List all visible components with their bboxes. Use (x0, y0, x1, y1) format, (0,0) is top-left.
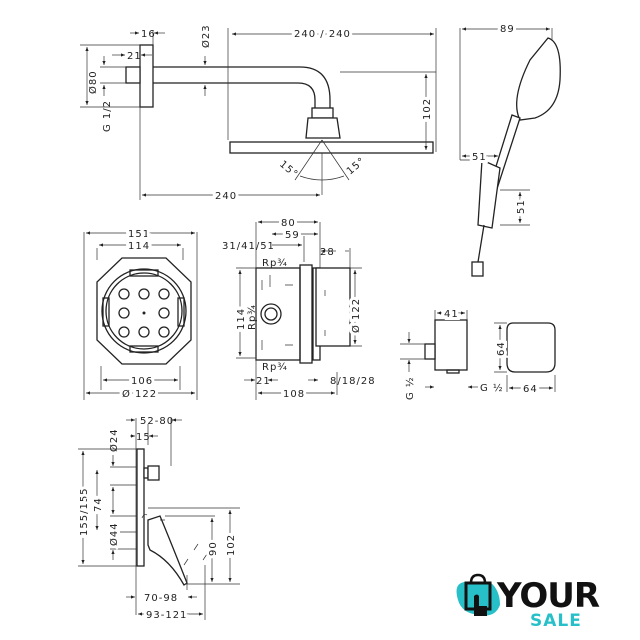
dim-240-240: 240 / 240 (294, 29, 351, 40)
dim-106: 106 (131, 376, 153, 387)
dim-151: 151 (128, 229, 150, 240)
dim-64-vertical: 64 (496, 341, 507, 356)
dim-114-side: 114 (236, 308, 247, 330)
dim-74: 74 (93, 497, 104, 512)
dim-31-41-51: 31/41/51 (222, 241, 275, 252)
dim-51-horizontal: 51 (472, 152, 487, 163)
overhead-shower-drawing: 16 21 Ø80 G 1/2 Ø23 240 / 240 102 15° 15… (80, 24, 437, 205)
mounting-box-side-drawing: 80 59 31/41/51 28 Rp¾ Rp¾ Rp¾ 114 Ø 122 … (222, 215, 376, 403)
logo-your: YOUR (496, 576, 600, 616)
dim-64-horizontal: 64 (523, 384, 538, 395)
dim-16: 16 (141, 29, 156, 40)
dim-21-side: 21 (256, 376, 271, 387)
dim-8-18-28: 8/18/28 (330, 376, 376, 387)
dim-114: 114 (128, 241, 150, 252)
dim-d23: Ø23 (200, 24, 212, 48)
dim-240-arm: 240 (215, 191, 237, 202)
dim-102-mixer: 102 (226, 534, 237, 556)
wall-outlet-drawing: 41 G ½ G ½ 64 64 (400, 306, 556, 400)
dim-70-98: 70-98 (144, 593, 178, 604)
dim-d122-side: Ø 122 (350, 298, 362, 333)
dim-21: 21 (127, 51, 142, 62)
dim-80: 80 (281, 218, 296, 229)
dim-angle-right: 15° (345, 156, 368, 178)
dim-155-155: 155/155 (79, 487, 90, 536)
dim-15: 15 (136, 432, 151, 443)
dim-90: 90 (208, 541, 219, 556)
dim-g12-right: G ½ (480, 382, 504, 394)
logo-sale: SALE (530, 611, 582, 631)
dim-59: 59 (285, 230, 300, 241)
mixer-drawing: 52-80 Ø24 15 155/155 74 Ø44 90 102 70-98… (76, 416, 240, 624)
mounting-box-front-drawing: 151 114 106 Ø 122 (83, 226, 198, 403)
dim-d24: Ø24 (108, 428, 120, 452)
dim-51-vertical: 51 (516, 199, 527, 214)
dim-102: 102 (422, 98, 433, 120)
yoursale-logo: YOUR SALE (456, 573, 601, 631)
dim-d44: Ø44 (108, 522, 120, 546)
label-rp34-mid: Rp¾ (247, 304, 258, 330)
dim-d80: Ø80 (87, 70, 99, 94)
dim-g12-left: G ½ (404, 376, 416, 400)
hand-shower-drawing: 89 51 51 (459, 21, 561, 277)
dim-89: 89 (500, 24, 515, 35)
dim-d122: Ø 122 (122, 388, 157, 400)
label-rp34-top: Rp¾ (262, 258, 288, 269)
dim-108: 108 (283, 389, 305, 400)
pointing-hand-icon (474, 594, 487, 616)
dim-93-121: 93-121 (146, 610, 187, 621)
dim-41: 41 (444, 309, 459, 320)
dim-28: 28 (320, 247, 335, 258)
dim-52-80: 52-80 (140, 416, 174, 427)
dim-g12: G 1/2 (102, 100, 113, 132)
label-rp34-bottom: Rp¾ (262, 362, 288, 373)
